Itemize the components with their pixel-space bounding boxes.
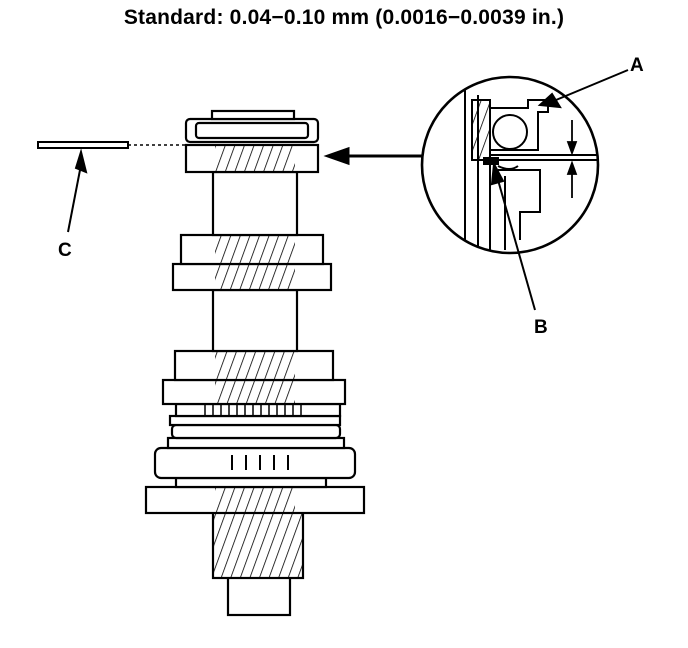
detail-pointer-arrow xyxy=(323,146,424,166)
callout-c-arrow xyxy=(67,148,88,233)
shaft-middle xyxy=(211,288,299,353)
detail-magnified-view xyxy=(420,75,600,255)
callout-a-arrow xyxy=(537,69,629,109)
shaft-upper xyxy=(211,170,299,237)
callout-b-label: B xyxy=(534,317,548,338)
hub-ring-1 xyxy=(166,436,346,450)
callout-a-label: A xyxy=(630,55,644,76)
standard-specification-title: Standard: 0.04−0.10 mm (0.0016−0.0039 in… xyxy=(123,6,565,29)
hub-ring-3 xyxy=(168,414,342,427)
ring-lower xyxy=(174,476,328,489)
hub-ring-2 xyxy=(170,423,342,440)
shaft-bottom-stub xyxy=(226,573,292,617)
feeler-gauge xyxy=(37,141,186,149)
gear-third-teeth xyxy=(174,402,342,418)
synchro-sleeve xyxy=(153,446,357,480)
callout-c-label: C xyxy=(58,240,72,261)
callout-b-arrow xyxy=(490,160,536,311)
